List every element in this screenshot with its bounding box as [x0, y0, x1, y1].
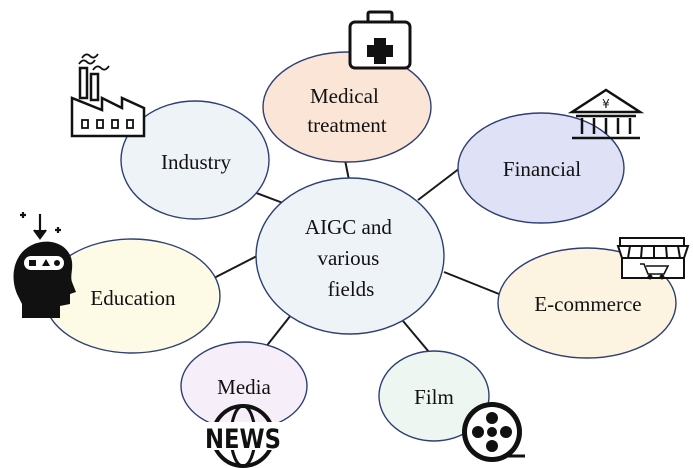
label-center-line-1: AIGC and: [305, 215, 392, 239]
factory-icon: [70, 53, 146, 138]
label-media-line-1: Media: [217, 375, 271, 399]
label-financial-line-1: Financial: [503, 157, 581, 181]
label-medical-line-1: Medical: [310, 84, 379, 108]
label-education-line-1: Education: [90, 286, 176, 310]
bubble-medical: [262, 51, 432, 163]
connector-ecommerce: [443, 271, 500, 295]
label-industry: Industry: [161, 150, 231, 174]
label-medical: Medical treatment: [307, 84, 386, 137]
label-industry-line-1: Industry: [161, 150, 231, 174]
connector-media: [264, 314, 292, 349]
connector-financial: [417, 167, 461, 201]
medical-kit-icon: [348, 10, 412, 70]
head-learning-icon: [13, 212, 76, 318]
bank-icon: ¥: [567, 88, 645, 140]
connector-medical: [344, 159, 350, 181]
bubble-film: [378, 350, 490, 442]
label-film: Film: [414, 385, 454, 409]
label-ecommerce: E-commerce: [534, 292, 641, 316]
bubble-industry: [120, 100, 270, 220]
label-medical-line-2: treatment: [307, 113, 386, 137]
storefront-icon: [616, 237, 690, 280]
bubble-financial: [457, 112, 625, 224]
connector-education: [213, 255, 258, 279]
label-center-line-3: fields: [328, 277, 375, 301]
bubble-center: [255, 177, 445, 335]
connector-film: [402, 320, 430, 353]
label-ecommerce-line-1: E-commerce: [534, 292, 641, 316]
label-center-line-2: various: [317, 246, 379, 270]
svg-text:¥: ¥: [602, 97, 610, 111]
news-icon-text: NEWS: [205, 424, 281, 455]
news-globe-icon: NEWS: [204, 404, 282, 468]
film-reel-icon: [462, 402, 525, 462]
label-education: Education: [90, 286, 176, 310]
label-film-line-1: Film: [414, 385, 454, 409]
label-financial: Financial: [503, 157, 581, 181]
label-media: Media: [217, 375, 271, 399]
label-center: AIGC and various fields: [305, 215, 397, 301]
